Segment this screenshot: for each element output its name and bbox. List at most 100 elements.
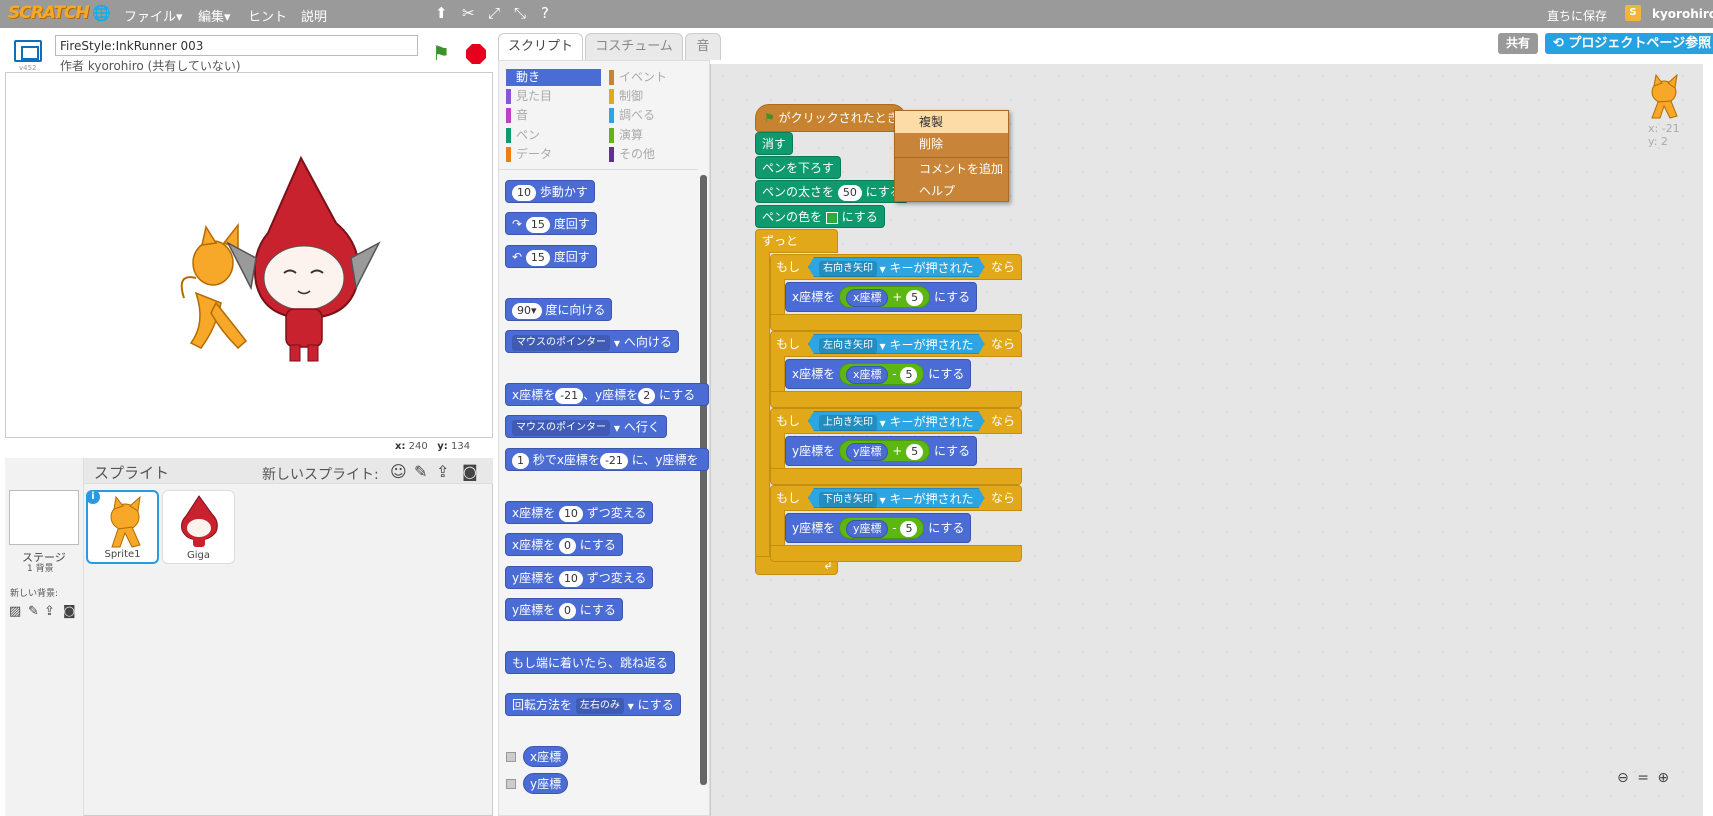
menu-tips[interactable]: ヒント bbox=[248, 10, 288, 25]
block-set-y[interactable]: y座標を y座標 - 5 にする bbox=[785, 513, 972, 543]
dy-input[interactable]: 10 bbox=[558, 570, 583, 587]
y-input[interactable]: 0 bbox=[558, 602, 576, 619]
camera-backdrop-icon[interactable]: ◙ bbox=[63, 604, 76, 619]
upload-backdrop-icon[interactable]: ⇪ bbox=[44, 604, 55, 619]
y-input[interactable]: 2 bbox=[638, 387, 656, 404]
context-menu-duplicate[interactable]: 複製 bbox=[895, 111, 1008, 133]
operator-subtract[interactable]: x座標 - 5 bbox=[838, 363, 925, 385]
reporter-x-position[interactable]: x座標 bbox=[523, 746, 569, 767]
paint-new-sprite-icon[interactable]: ✎ bbox=[414, 462, 428, 481]
block-set-pen-color[interactable]: ペンの色を にする bbox=[755, 205, 885, 228]
block-set-pen-size[interactable]: ペンの太さを 50 にする bbox=[755, 180, 909, 203]
operator-add[interactable]: x座標 + 5 bbox=[838, 286, 931, 308]
checkbox-y-position[interactable] bbox=[506, 779, 516, 789]
category-control[interactable]: 制御 bbox=[609, 88, 704, 105]
target-dropdown[interactable]: マウスのポインター bbox=[512, 419, 610, 436]
camera-sprite-icon[interactable]: ◙ bbox=[462, 462, 478, 481]
menu-about[interactable]: 説明 bbox=[301, 10, 328, 25]
reporter-x[interactable]: x座標 bbox=[845, 365, 889, 384]
block-set-y[interactable]: y座標を 0 にする bbox=[505, 598, 623, 621]
x-input[interactable]: -21 bbox=[599, 452, 628, 469]
block-set-x[interactable]: x座標を x座標 + 5 にする bbox=[785, 282, 978, 312]
key-pressed-up[interactable]: 上向き矢印 ▼ キーが押された bbox=[808, 411, 985, 431]
block-clear[interactable]: 消す bbox=[755, 132, 794, 155]
context-menu-add-comment[interactable]: コメントを追加 bbox=[919, 162, 1004, 176]
see-project-page-button[interactable]: ⟲ プロジェクトページ参照 bbox=[1545, 33, 1713, 54]
sprite-thumbnail-giga[interactable]: Giga bbox=[162, 490, 235, 564]
key-dropdown[interactable]: 右向き矢印 bbox=[819, 261, 877, 277]
block-point-direction[interactable]: 90▾ 度に向ける bbox=[505, 298, 613, 321]
shrink-tool-icon[interactable]: ⤡ bbox=[514, 4, 527, 22]
green-flag-icon[interactable]: ⚑ bbox=[432, 41, 450, 65]
category-looks[interactable]: 見た目 bbox=[506, 88, 601, 105]
backdrop-library-icon[interactable]: ▨ bbox=[9, 604, 22, 619]
category-data[interactable]: データ bbox=[506, 146, 601, 163]
pen-color-swatch[interactable] bbox=[825, 211, 838, 224]
menu-edit[interactable]: 編集▾ bbox=[198, 10, 231, 25]
reporter-x[interactable]: x座標 bbox=[845, 288, 889, 307]
stage-canvas[interactable] bbox=[5, 72, 493, 438]
operator-add[interactable]: y座標 + 5 bbox=[838, 440, 931, 462]
block-change-y[interactable]: y座標を 10 ずつ変える bbox=[505, 566, 654, 589]
scratch-cat-sprite[interactable] bbox=[180, 222, 248, 350]
stage-thumbnail[interactable] bbox=[9, 490, 79, 545]
zoom-reset-icon[interactable]: = bbox=[1637, 770, 1649, 786]
user-avatar-icon[interactable]: S bbox=[1625, 5, 1641, 21]
block-bounce[interactable]: もし端に着いたら、跳ね返る bbox=[505, 651, 676, 674]
tab-sounds[interactable]: 音 bbox=[685, 33, 721, 60]
value-input[interactable]: 5 bbox=[900, 366, 918, 383]
help-tool-icon[interactable]: ? bbox=[541, 4, 549, 22]
x-input[interactable]: 0 bbox=[558, 537, 576, 554]
block-point-towards[interactable]: マウスのポインター ▼ へ向ける bbox=[505, 330, 679, 353]
forever-block[interactable] bbox=[755, 229, 838, 253]
stop-icon[interactable] bbox=[466, 44, 486, 64]
menu-file[interactable]: ファイル▾ bbox=[124, 10, 183, 25]
upload-sprite-icon[interactable]: ⇪ bbox=[436, 462, 450, 481]
block-glide[interactable]: 1 秒でx座標を-21 に、y座標を bbox=[505, 448, 709, 471]
block-pen-down[interactable]: ペンを下ろす bbox=[755, 156, 842, 179]
reporter-y-position[interactable]: y座標 bbox=[523, 773, 569, 794]
zoom-in-icon[interactable]: ⊕ bbox=[1657, 770, 1670, 786]
block-turn-left[interactable]: ↶ 15 度回す bbox=[505, 245, 597, 268]
block-move-steps[interactable]: 10 歩動かす bbox=[505, 180, 595, 203]
category-events[interactable]: イベント bbox=[609, 69, 704, 86]
context-menu-delete[interactable]: 削除 bbox=[919, 137, 944, 151]
grow-tool-icon[interactable]: ⤢ bbox=[488, 4, 501, 22]
degrees-input[interactable]: 15 bbox=[525, 249, 550, 266]
key-dropdown[interactable]: 左向き矢印 bbox=[819, 338, 877, 354]
category-more-blocks[interactable]: その他 bbox=[609, 146, 704, 163]
x-input[interactable]: -21 bbox=[555, 387, 584, 404]
key-pressed-down[interactable]: 下向き矢印 ▼ キーが押された bbox=[808, 488, 985, 508]
checkbox-x-position[interactable] bbox=[506, 752, 516, 762]
block-set-rotation-style[interactable]: 回転方法を 左右のみ ▼ にする bbox=[505, 693, 681, 716]
block-change-x[interactable]: x座標を 10 ずつ変える bbox=[505, 501, 654, 524]
value-input[interactable]: 5 bbox=[906, 443, 924, 460]
key-pressed-left[interactable]: 左向き矢印 ▼ キーが押された bbox=[808, 334, 985, 354]
context-menu-help[interactable]: ヘルプ bbox=[919, 184, 956, 198]
block-turn-right[interactable]: ↷ 15 度回す bbox=[505, 212, 597, 235]
palette-scrollbar[interactable] bbox=[700, 175, 707, 785]
info-icon[interactable]: i bbox=[86, 490, 100, 504]
key-dropdown[interactable]: 下向き矢印 bbox=[819, 492, 877, 508]
share-button[interactable]: 共有 bbox=[1498, 33, 1538, 54]
reporter-y[interactable]: y座標 bbox=[845, 442, 889, 461]
sprite-library-icon[interactable]: ☺ bbox=[390, 462, 407, 481]
username[interactable]: kyorohiro bbox=[1652, 7, 1713, 21]
tab-scripts[interactable]: スクリプト bbox=[498, 33, 583, 60]
seconds-input[interactable]: 1 bbox=[512, 452, 529, 469]
category-pen[interactable]: ペン bbox=[506, 127, 601, 144]
block-go-to[interactable]: マウスのポインター ▼ へ行く bbox=[505, 415, 667, 438]
hat-block-green-flag[interactable]: ⚑ がクリックされたとき bbox=[755, 104, 906, 132]
block-set-y[interactable]: y座標を y座標 + 5 にする bbox=[785, 436, 978, 466]
key-pressed-right[interactable]: 右向き矢印 ▼ キーが押された bbox=[808, 257, 985, 277]
sprite-thumbnail-sprite1[interactable]: Sprite1 bbox=[86, 490, 159, 564]
globe-icon[interactable]: 🌐 bbox=[92, 4, 111, 22]
paint-backdrop-icon[interactable]: ✎ bbox=[28, 604, 39, 619]
save-now-link[interactable]: 直ちに保存 bbox=[1547, 9, 1608, 23]
block-set-x[interactable]: x座標を 0 にする bbox=[505, 533, 623, 556]
giga-sprite[interactable] bbox=[226, 155, 381, 362]
category-sound[interactable]: 音 bbox=[506, 107, 601, 124]
operator-subtract[interactable]: y座標 - 5 bbox=[838, 517, 925, 539]
category-sensing[interactable]: 調べる bbox=[609, 107, 704, 124]
steps-input[interactable]: 10 bbox=[512, 184, 536, 201]
